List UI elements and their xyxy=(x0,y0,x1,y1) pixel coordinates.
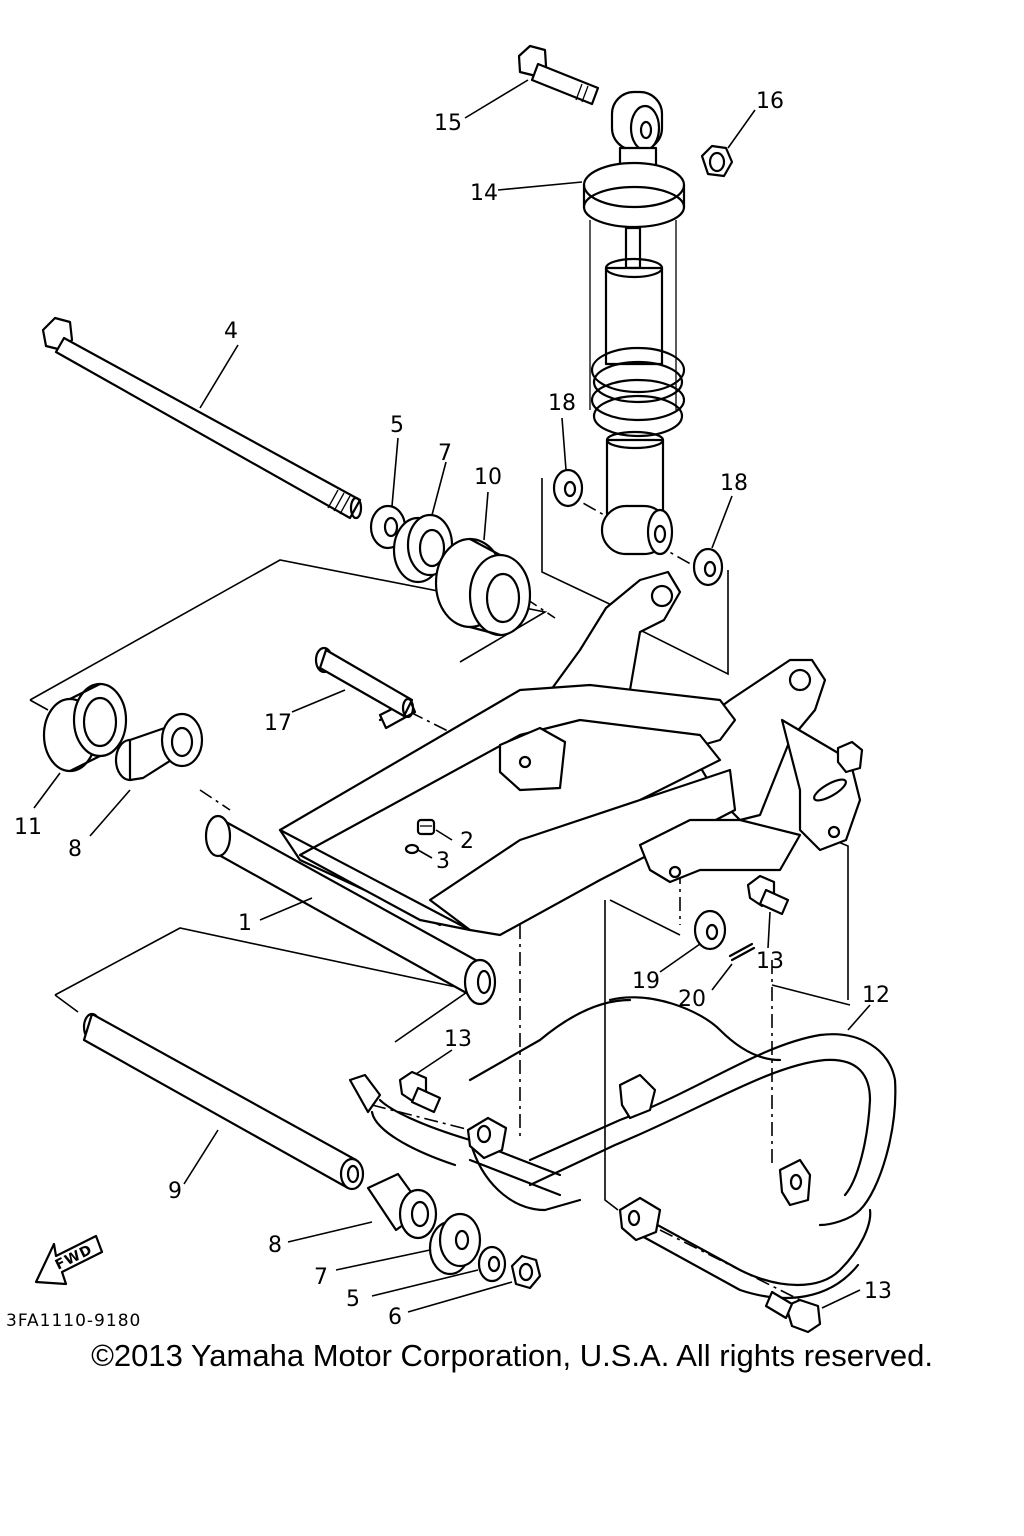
callout-numbers: 1 2 3 4 5 5 6 7 7 8 8 9 10 11 12 13 13 1… xyxy=(14,89,892,1330)
callout-11: 11 xyxy=(14,815,42,840)
callout-12: 12 xyxy=(862,983,890,1008)
callout-16: 16 xyxy=(756,89,784,114)
callout-18-left: 18 xyxy=(548,391,576,416)
callout-20: 20 xyxy=(678,987,706,1012)
callout-9: 9 xyxy=(168,1179,182,1204)
washer-18-left xyxy=(552,468,584,508)
cotter-pin-20 xyxy=(728,942,756,962)
bolt-13-mid xyxy=(398,1070,442,1114)
callout-5-upper: 5 xyxy=(390,413,404,438)
collar-11 xyxy=(42,682,128,773)
callout-7-upper: 7 xyxy=(438,441,452,466)
group-frames xyxy=(29,478,851,1211)
bolt-13-upper xyxy=(746,874,790,916)
callout-19: 19 xyxy=(632,969,660,994)
washer-18-right xyxy=(692,547,724,587)
callout-6: 6 xyxy=(388,1305,402,1330)
grease-nipple-2 xyxy=(416,818,436,836)
callout-17: 17 xyxy=(264,711,292,736)
washer-5-lower xyxy=(477,1245,507,1283)
callout-10: 10 xyxy=(474,465,502,490)
fwd-arrow-icon: FWD xyxy=(34,1234,104,1286)
callout-15: 15 xyxy=(434,111,462,136)
diagram-code: 3FA1110-9180 xyxy=(6,1311,141,1331)
bush-8-lower xyxy=(366,1172,438,1240)
callout-14: 14 xyxy=(470,181,498,206)
callout-2: 2 xyxy=(460,829,474,854)
pivot-shaft-4 xyxy=(41,316,363,520)
callout-13-lower: 13 xyxy=(864,1279,892,1304)
shock-absorber-14 xyxy=(582,90,686,556)
nut-6 xyxy=(510,1254,542,1290)
bush-8-upper xyxy=(114,712,204,782)
callout-7-lower: 7 xyxy=(314,1265,328,1290)
guard-frame-12 xyxy=(348,996,897,1300)
callout-5-lower: 5 xyxy=(346,1287,360,1312)
copyright-notice: ©2013 Yamaha Motor Corporation, U.S.A. A… xyxy=(91,1338,933,1373)
callout-3: 3 xyxy=(436,849,450,874)
bearing-7-lower xyxy=(428,1212,482,1276)
bolt-13-lower xyxy=(764,1290,822,1334)
callout-1: 1 xyxy=(238,911,252,936)
callout-4: 4 xyxy=(224,319,238,344)
callout-13-mid: 13 xyxy=(444,1027,472,1052)
oil-seal-10 xyxy=(434,537,532,637)
callout-leaders xyxy=(33,79,871,1313)
clip-3 xyxy=(404,843,420,855)
callout-8-upper: 8 xyxy=(68,837,82,862)
callout-18-right: 18 xyxy=(720,471,748,496)
pin-17 xyxy=(314,646,415,719)
bolt-15 xyxy=(517,44,600,106)
swingarm-1 xyxy=(204,570,864,1006)
callout-13-upper: 13 xyxy=(756,949,784,974)
collar-tube-9 xyxy=(82,1012,365,1191)
callout-8-lower: 8 xyxy=(268,1233,282,1258)
washer-19 xyxy=(693,909,727,951)
nut-16 xyxy=(700,144,734,178)
